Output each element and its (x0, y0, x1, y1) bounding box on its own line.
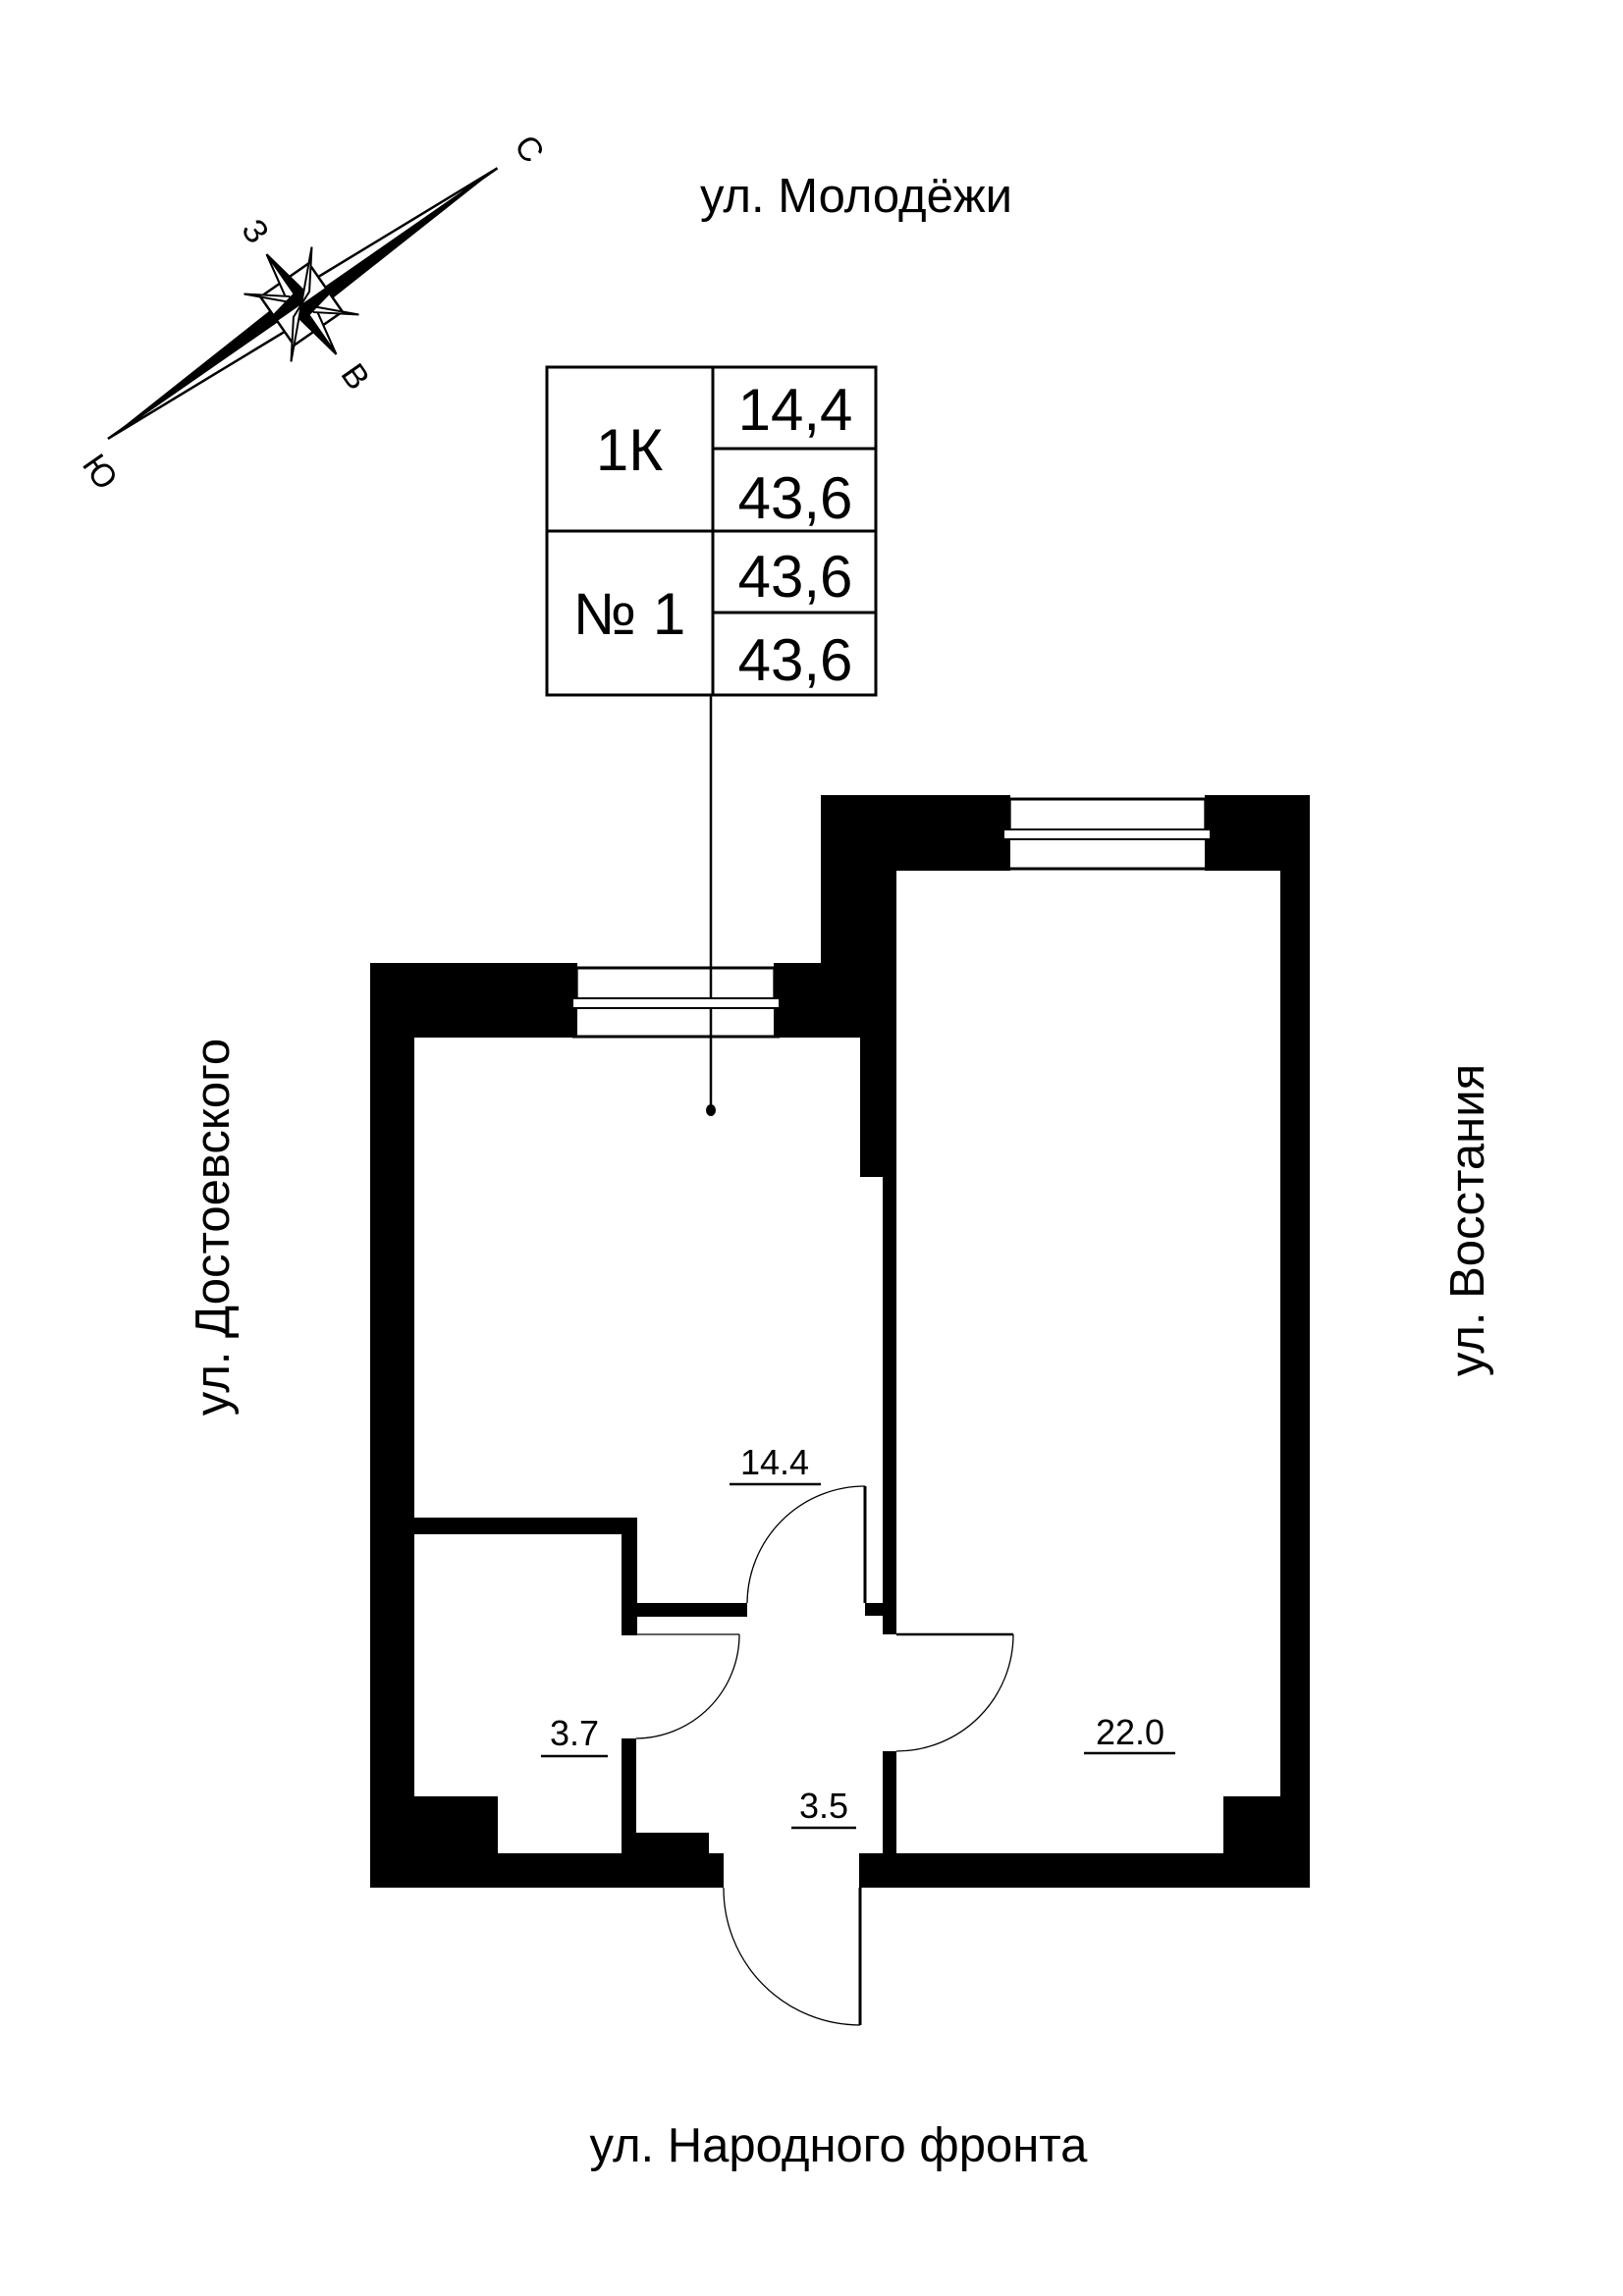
street-label-top: ул. Молодёжи (700, 170, 1012, 223)
leader-dot-icon (706, 1104, 716, 1116)
living-area-value: 14,4 (738, 377, 853, 443)
compass-east-label: В (334, 357, 377, 397)
svg-text:14.4: 14.4 (740, 1442, 809, 1482)
total-area-value-2: 43,6 (738, 627, 853, 693)
compass-needle-icon (107, 167, 499, 441)
room-label-hallway: 3.5 (791, 1786, 856, 1830)
door-entrance (723, 1887, 862, 2026)
compass-north-label: С (507, 129, 551, 170)
svg-text:22.0: 22.0 (1096, 1712, 1164, 1752)
compass-star-icon (243, 246, 359, 362)
compass-rose: С З В Ю (75, 129, 551, 497)
door-living-room (746, 1485, 867, 1604)
room-label-bathroom: 3.7 (541, 1713, 608, 1758)
total-area-value: 43,6 (738, 465, 853, 531)
svg-text:3.7: 3.7 (550, 1713, 599, 1753)
svg-text:3.5: 3.5 (799, 1786, 848, 1826)
street-label-left: ул. Достоевского (187, 1039, 240, 1415)
street-label-bottom: ул. Народного фронта (590, 2119, 1089, 2172)
window-left-room (571, 966, 781, 1039)
compass-west-label: З (234, 213, 276, 251)
room-label-kitchen: 22.0 (1084, 1712, 1175, 1755)
room-label-living: 14.4 (730, 1442, 821, 1486)
door-kitchen (895, 1632, 1014, 1752)
area-with-balcony-value: 43,6 (738, 544, 853, 610)
street-label-right: ул. Восстания (1441, 1064, 1494, 1376)
window-right-room (1002, 797, 1212, 871)
walls (370, 795, 1310, 1888)
apartment-number: № 1 (573, 581, 685, 647)
apartment-info-table: 1К № 1 14,4 43,6 43,6 43,6 (545, 365, 878, 697)
compass-south-label: Ю (75, 448, 125, 497)
apartment-type: 1К (596, 417, 663, 483)
door-bathroom (635, 1633, 740, 1739)
